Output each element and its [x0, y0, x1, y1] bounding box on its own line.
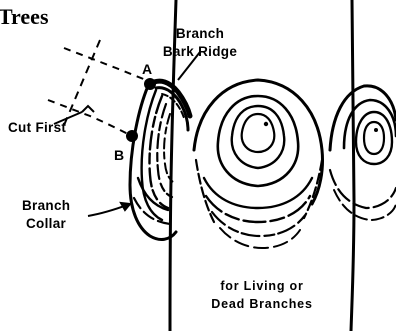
point-a-label: A [142, 61, 152, 77]
caption-line2: Dead Branches [211, 297, 312, 311]
point-b-label: B [114, 147, 124, 163]
center-branch-collar [194, 80, 323, 248]
cut-guides [48, 40, 200, 216]
caption-line1: for Living or [220, 279, 303, 293]
right-pith [374, 128, 378, 132]
center-lower-ring-1 [204, 178, 312, 208]
collar-label-line2: Collar [26, 216, 67, 231]
center-ring-2 [232, 106, 285, 168]
center-lower-ring-4 [220, 228, 300, 248]
right-lower-1 [330, 170, 396, 208]
trunk-right-edge [351, 0, 354, 331]
cut-line-upper-dashed [64, 48, 146, 80]
center-ring-3 [242, 114, 275, 152]
right-ring-3 [364, 122, 384, 154]
center-pith [264, 122, 268, 126]
collar-leader-arrowhead [121, 203, 130, 210]
ridge-label-line2: Bark Ridge [163, 44, 237, 59]
right-branch-collar [330, 86, 396, 220]
right-ring-2 [356, 112, 392, 164]
point-a-dot [144, 78, 156, 90]
cut-first-label: Cut First [8, 120, 66, 135]
center-ring-1 [218, 96, 298, 186]
branch-bark-ridge [150, 81, 190, 130]
collar-label-line1: Branch [22, 198, 70, 213]
title-text: Trees [0, 4, 49, 29]
point-b-dot [126, 130, 138, 142]
cut-first-bracket [82, 106, 94, 112]
ridge-label-line1: Branch [176, 26, 224, 41]
